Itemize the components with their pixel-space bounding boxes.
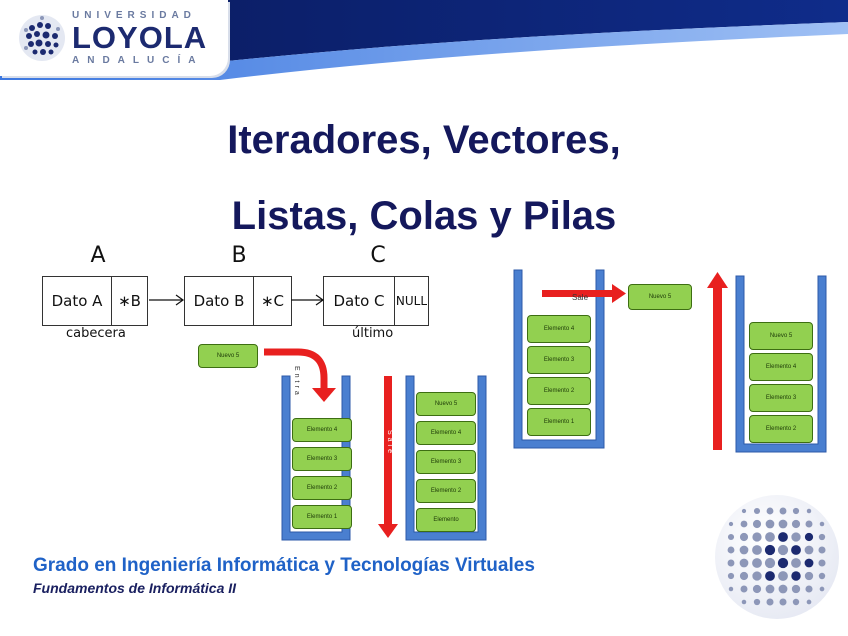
decorative-globe-icon: [712, 492, 842, 622]
queue-left-item: Elemento 4: [292, 418, 352, 442]
node-data: Dato C: [324, 277, 395, 325]
node-letter-a: A: [83, 243, 113, 268]
queue-exit-label: Sale: [386, 430, 393, 456]
node-letter-c: C: [363, 243, 393, 268]
footer-course-name: Fundamentos de Informática II: [33, 580, 236, 596]
slide-title-line-1: Iteradores, Vectores,: [0, 118, 848, 163]
queue-right-item: Elemento 4: [416, 421, 476, 445]
node-data: Dato B: [185, 277, 254, 325]
stack-right-item: Elemento 3: [749, 384, 813, 412]
slide-title-line-2: Listas, Colas y Pilas: [0, 194, 848, 239]
stack-right-item: Elemento 4: [749, 353, 813, 381]
node-data: Dato A: [43, 277, 112, 325]
queue-left-item: Elemento 2: [292, 476, 352, 500]
list-node-c: Dato C NULL: [323, 276, 429, 326]
queue-new-item: Nuevo 5: [198, 344, 258, 368]
stack-out-item: Nuevo 5: [628, 284, 692, 310]
logo-globe-icon: [18, 14, 66, 62]
node-pointer-null: NULL: [395, 277, 428, 325]
queue-left-item: Elemento 1: [292, 505, 352, 529]
list-node-a: Dato A ∗B: [42, 276, 148, 326]
stack-left-item: Elemento 2: [527, 377, 591, 405]
stack-left-item: Elemento 1: [527, 408, 591, 436]
arrow-a-to-b-icon: [146, 292, 186, 308]
stack-right-item: Nuevo 5: [749, 322, 813, 350]
university-logo[interactable]: UNIVERSIDAD LOYOLA ANDALUCÍA: [0, 0, 228, 76]
stack-left-item: Elemento 3: [527, 346, 591, 374]
list-node-b: Dato B ∗C: [184, 276, 292, 326]
logo-loyola-text: LOYOLA: [72, 20, 207, 56]
queue-enter-label: Entra: [293, 366, 300, 398]
node-letter-b: B: [224, 243, 254, 268]
footer-degree-name: Grado en Ingeniería Informática y Tecnol…: [33, 555, 535, 577]
node-pointer: ∗C: [254, 277, 291, 325]
queue-right-item: Nuevo 5: [416, 392, 476, 416]
logo-andalucia-text: ANDALUCÍA: [72, 55, 203, 66]
stack-right-item: Elemento 2: [749, 415, 813, 443]
queue-right-item: Elemento 2: [416, 479, 476, 503]
queue-right-item: Elemento 3: [416, 450, 476, 474]
node-pointer: ∗B: [112, 277, 147, 325]
queue-left-item: Elemento 3: [292, 447, 352, 471]
queue-right-item: Elemento: [416, 508, 476, 532]
caption-cabecera: cabecera: [66, 326, 126, 341]
arrow-b-to-c-icon: [288, 292, 326, 308]
caption-ultimo: último: [352, 326, 393, 341]
stack-left-item: Elemento 4: [527, 315, 591, 343]
stack-exit-label: Sale: [572, 293, 588, 302]
